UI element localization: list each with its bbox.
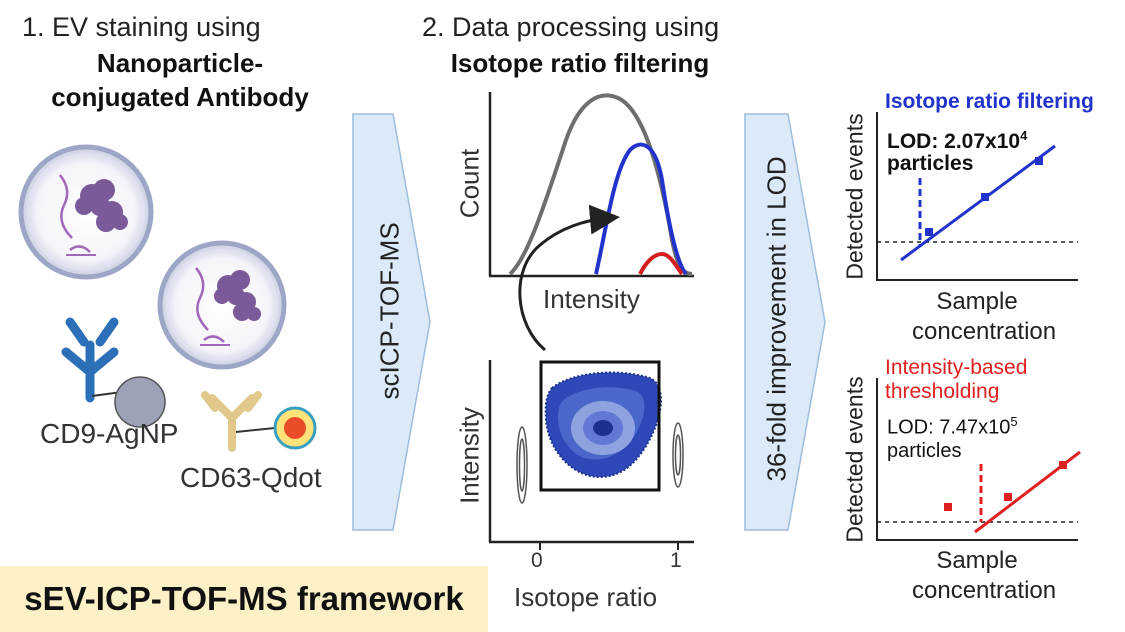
process-arrow-2: [744, 113, 826, 531]
scatter-density-cluster: [544, 371, 662, 478]
chart2-xlabel: Sample concentration: [912, 547, 1057, 604]
isotope-filter-box: [539, 360, 661, 492]
step2-title: 2. Data processing using: [422, 12, 720, 42]
chart1-point: [925, 228, 933, 236]
scatter-ylabel: Intensity: [454, 407, 485, 504]
improvement-label: 36-fold improvement in LOD: [761, 156, 792, 482]
histogram-xlabel: Intensity: [543, 284, 640, 314]
step1-highlight-line2: conjugated Antibody: [51, 82, 309, 112]
chart1-title: Isotope ratio filtering: [885, 90, 1094, 113]
vesicle-2-icon: [157, 240, 287, 370]
cd63-antibody-icon: [201, 391, 317, 452]
step2-highlight: Isotope ratio filtering: [450, 48, 710, 78]
chart2-title-line1: Intensity-based: [885, 356, 1028, 379]
process-arrow-1: [352, 113, 431, 531]
step1-title: 1. EV staining using: [22, 12, 261, 42]
instrument-label: scICP-TOF-MS: [374, 222, 405, 400]
chart2-point: [1004, 493, 1012, 501]
chart1-lod-exponent: 4: [1020, 128, 1028, 143]
chart2-point: [1059, 461, 1067, 469]
cd9-label: CD9-AgNP: [40, 418, 179, 449]
chart1-xlabel: Sample concentration: [912, 288, 1057, 345]
vesicle-1-icon: [18, 144, 154, 280]
chart2-title-line2: thresholding: [885, 380, 1000, 403]
chart2-point: [944, 503, 952, 511]
chart1-point: [1035, 157, 1043, 165]
chart-intensity-threshold: [876, 378, 1081, 541]
framework-banner: sEV-ICP-TOF-MS framework: [0, 566, 488, 632]
scatter-tick-0: 0: [531, 549, 543, 572]
chart1-point: [981, 193, 989, 201]
framework-title: sEV-ICP-TOF-MS framework: [24, 580, 464, 617]
histogram-red-curve: [638, 251, 684, 276]
scatter-xlabel: Isotope ratio: [514, 582, 658, 612]
scatter-side-clusters: [516, 422, 684, 504]
chart2-ylabel: Detected events: [841, 376, 868, 543]
chart1-lod-text: LOD: 2.07x10: [887, 130, 1021, 153]
curved-arrow: [518, 204, 620, 352]
chart1-lod-unit: particles: [887, 152, 974, 175]
chart2-lod-exponent: 5: [1010, 414, 1018, 429]
chart2-lod-annotation: LOD: 7.47x105: [887, 414, 1018, 440]
chart1-lod-annotation: LOD: 2.07x104: [887, 128, 1027, 154]
step1-highlight-line1: Nanoparticle-: [96, 48, 264, 78]
chart2-lod-text: LOD: 7.47x10: [887, 416, 1011, 439]
scatter-tick-1: 1: [670, 549, 682, 572]
cd9-antibody-icon: [61, 317, 166, 428]
histogram-blue-curve: [594, 142, 688, 276]
scatter-axes: [488, 360, 694, 550]
chart2-lod-unit: particles: [887, 440, 962, 462]
chart1-ylabel: Detected events: [841, 113, 868, 280]
chart-isotope-ratio: [876, 112, 1078, 281]
chart1-fit-line: [900, 144, 1056, 262]
cd63-label: CD63-Qdot: [180, 462, 322, 493]
histogram-ylabel: Count: [454, 148, 485, 219]
